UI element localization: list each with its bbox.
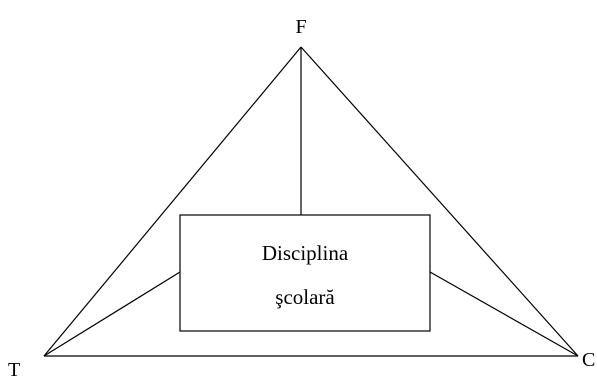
edge-top-right [300, 46, 579, 357]
center-box-line2: şcolară [275, 285, 335, 309]
vertex-label-left: T [8, 359, 20, 380]
vertex-label-right: C [582, 349, 595, 371]
vertex-label-top: F [295, 16, 306, 38]
center-box [179, 214, 431, 332]
center-box-line1: Disciplina [262, 241, 349, 265]
edge-top-left [43, 46, 302, 357]
connector-right-box [429, 271, 579, 357]
connector-left-box [43, 271, 181, 357]
